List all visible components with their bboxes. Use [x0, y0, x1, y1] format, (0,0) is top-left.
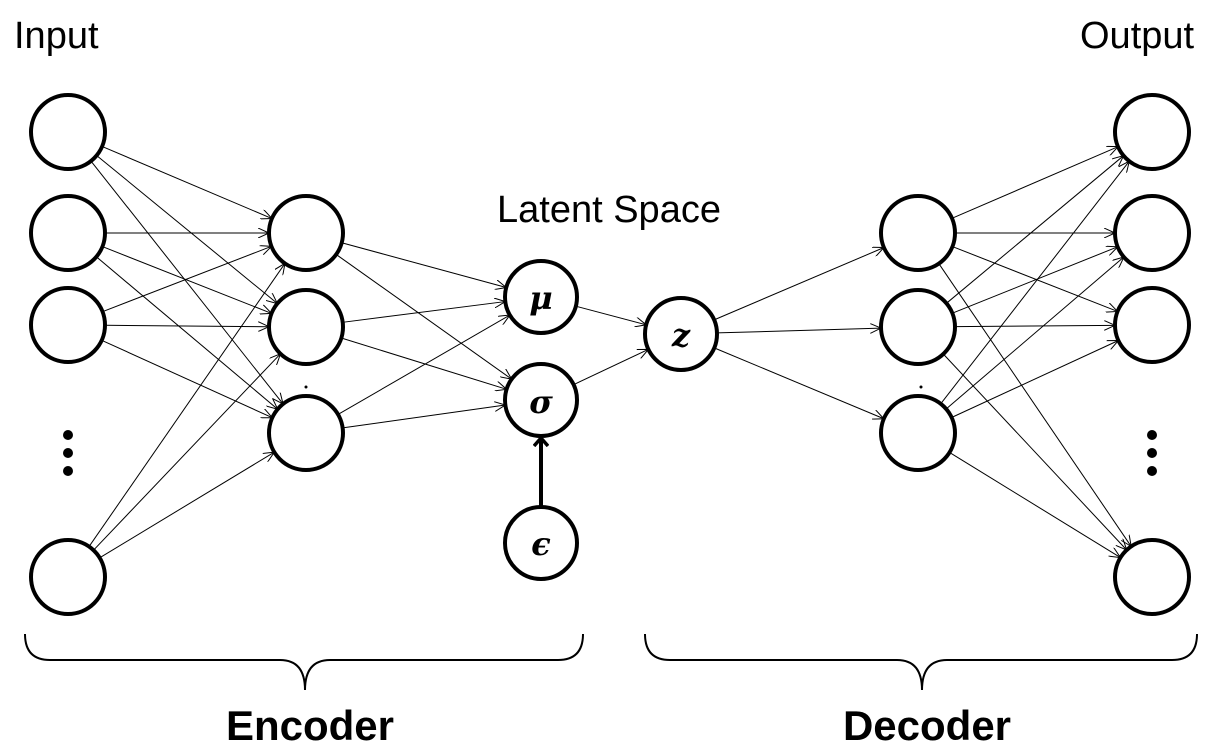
connection-arrow: [99, 452, 275, 559]
output-label: Output: [1080, 15, 1195, 57]
connection-arrow: [938, 263, 1131, 547]
encoder-edges-input-hidden: [88, 145, 285, 559]
decoder-hidden-node: [879, 394, 957, 472]
encoder-label: Encoder: [226, 702, 394, 748]
decoder-hidden-node: [879, 288, 957, 366]
connection-arrow: [714, 347, 884, 419]
input-label: Input: [14, 15, 99, 57]
input-node: [29, 93, 107, 171]
connection-arrow: [940, 161, 1130, 405]
output-node: [1113, 194, 1191, 272]
connection-arrow: [952, 246, 1117, 312]
connection-arrow: [954, 325, 1115, 326]
connection-arrow: [335, 254, 511, 379]
z-node: [643, 296, 719, 372]
output-ellipsis: [1147, 430, 1157, 476]
z-symbol: z: [671, 316, 691, 354]
connection-arrow: [93, 354, 281, 551]
decoder-label: Decoder: [843, 702, 1011, 748]
connection-arrow: [716, 328, 881, 334]
connection-arrow: [104, 325, 269, 326]
decoder-brace: [644, 633, 1198, 691]
latent-space-label: Latent Space: [497, 189, 721, 231]
mu-node: [503, 259, 579, 335]
nodes: [29, 93, 1191, 616]
connection-arrow: [102, 246, 272, 313]
decoder-hidden-node: [879, 194, 957, 272]
connection-arrow: [951, 147, 1118, 219]
connection-arrow: [88, 263, 285, 547]
output-node: [1113, 538, 1191, 616]
input-ellipsis: [63, 430, 73, 476]
connection-arrow: [713, 248, 884, 321]
connection-arrow: [575, 305, 646, 325]
epsilon-symbol: ϵ: [531, 525, 550, 563]
connection-arrow: [942, 353, 1126, 550]
decoder-edges-hidden-output: [938, 147, 1131, 558]
connection-arrow: [102, 246, 271, 314]
decoder-edges-z-hidden: [713, 248, 884, 419]
connection-arrow: [946, 156, 1123, 304]
connection-arrow: [949, 451, 1121, 557]
input-node: [29, 194, 107, 272]
output-node: [1113, 286, 1191, 364]
sigma-symbol: σ: [529, 383, 553, 421]
input-node: [29, 286, 107, 364]
connection-arrow: [96, 155, 278, 303]
encoder-hidden-ellipsis-mark: [304, 385, 308, 389]
connection-arrow: [342, 302, 506, 323]
epsilon-node: [503, 505, 579, 581]
sigma-node: [503, 362, 579, 438]
decoder-hidden-ellipsis-mark: [919, 385, 923, 389]
output-node: [1113, 93, 1191, 171]
encoder-hidden-node: [267, 394, 345, 472]
encoder-hidden-node: [267, 194, 345, 272]
mu-symbol: μ: [529, 279, 552, 317]
encoder-hidden-node: [267, 288, 345, 366]
connection-arrow: [101, 145, 272, 218]
input-node: [29, 538, 107, 616]
latent-edges: [541, 305, 649, 507]
connection-arrow: [951, 341, 1119, 418]
connection-arrow: [341, 242, 507, 288]
connection-arrow: [945, 257, 1124, 410]
connection-arrow: [573, 349, 649, 386]
encoder-brace: [24, 633, 584, 691]
connection-arrow: [96, 256, 277, 409]
connection-arrow: [952, 247, 1117, 314]
connection-arrow: [342, 405, 506, 429]
connection-arrow: [337, 315, 510, 415]
connection-arrow: [101, 339, 273, 417]
connection-arrow: [90, 160, 283, 404]
connection-arrow: [341, 337, 506, 389]
encoder-edges-hidden-latent: [335, 242, 511, 429]
